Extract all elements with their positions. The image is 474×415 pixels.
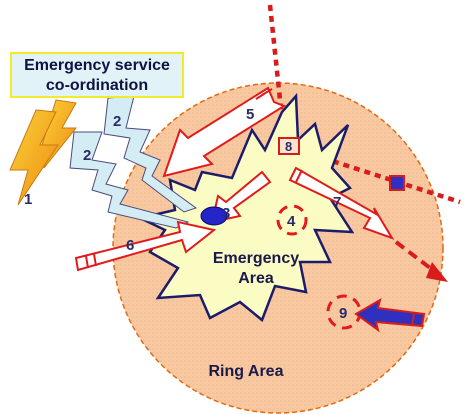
marker-9: 9 (339, 305, 347, 322)
coordination-box: Emergency service co-ordination (10, 52, 184, 98)
marker-7: 7 (333, 194, 341, 211)
incident-point (200, 206, 228, 226)
marker-2-lower: 2 (83, 147, 91, 164)
marker-5: 5 (246, 106, 254, 123)
emergency-area-label-line2: Area (238, 270, 274, 287)
marker-1: 1 (24, 191, 32, 208)
emergency-area-label-line1: Emergency (213, 250, 299, 267)
ring-area-label: Ring Area (209, 363, 284, 380)
marker-3: 3 (222, 205, 230, 222)
marker-8: 8 (285, 139, 292, 154)
blue-square-node (389, 175, 405, 191)
coordination-line2: co-ordination (45, 77, 149, 94)
bolt-2-upper (103, 95, 198, 213)
marker-6: 6 (126, 237, 134, 254)
arrow-9 (354, 297, 426, 333)
arrow-6 (74, 220, 217, 272)
exit-arrow (394, 240, 448, 282)
marker-8-box (278, 137, 300, 155)
coordination-line1: Emergency service (24, 57, 170, 74)
marker-2-upper: 2 (113, 113, 121, 130)
zone-4 (276, 204, 308, 236)
arrow-5 (162, 86, 287, 178)
marker-4: 4 (287, 213, 296, 230)
bolt-2-lower (69, 131, 190, 229)
arrow-7 (288, 166, 395, 240)
bolt-1-front (9, 109, 59, 206)
